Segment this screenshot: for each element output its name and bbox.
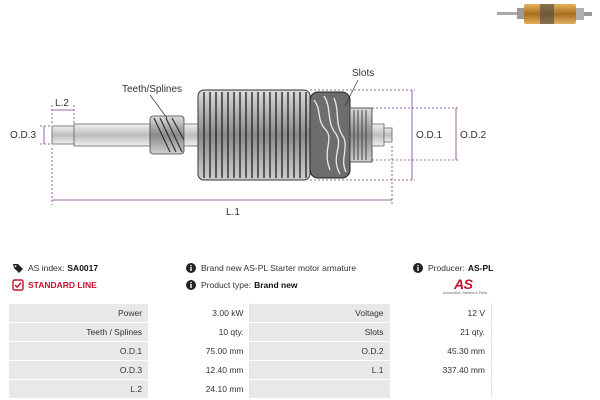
spec-name: Power [7, 303, 150, 323]
spec-value: 12.40 mm [148, 360, 251, 380]
armature-core [197, 89, 311, 181]
info-row-1: AS index: SA0017 Brand new AS-PL Starter… [0, 262, 600, 276]
slots-label: Slots [352, 68, 374, 79]
od2-label: O.D.2 [460, 130, 487, 141]
commutator-slots [309, 91, 373, 179]
spec-value: 45.30 mm [389, 341, 493, 361]
spec-name: L.2 [7, 379, 150, 399]
l1-label: L.1 [226, 207, 240, 218]
info-icon [185, 262, 197, 274]
spec-value: 3.00 kW [148, 303, 251, 323]
od1-label: O.D.1 [416, 130, 443, 141]
teeth-splines-label: Teeth/Splines [122, 84, 182, 95]
logo-mark: AS [454, 276, 473, 292]
spec-value: 10 qty. [148, 322, 251, 342]
spec-value: 12 V [389, 303, 493, 323]
spec-name: O.D.3 [7, 360, 150, 380]
spec-name [249, 379, 391, 399]
product-photo-thumbnail [497, 4, 592, 24]
info-icon [185, 279, 197, 291]
info-row-2: STANDARD LINE Product type: Brand new [0, 279, 600, 293]
standard-line: STANDARD LINE [12, 279, 97, 291]
as-index: AS index: SA0017 [12, 262, 98, 274]
dimension-lines [40, 89, 458, 205]
teeth-splines-section [149, 115, 199, 155]
producer: Producer: AS-PL [412, 262, 493, 274]
spec-name: Teeth / Splines [7, 322, 150, 342]
product-type-label: Product type: [201, 280, 252, 290]
spec-value: 21 qty. [389, 322, 493, 342]
spec-name: Voltage [249, 303, 391, 323]
spec-value [389, 379, 493, 399]
spec-value: 75.00 mm [148, 341, 251, 361]
spec-name: L.1 [249, 360, 391, 380]
logo-subtitle: Automotive, Starters & Parts [442, 291, 488, 295]
armature-technical-drawing: Teeth/Splines Slots L.2 O.D.3 O.D.1 O.D.… [10, 4, 592, 218]
product-type: Product type: Brand new [185, 279, 298, 291]
od3-label: O.D.3 [10, 130, 37, 141]
spec-value: 337.40 mm [389, 360, 493, 380]
tag-icon [12, 262, 24, 274]
leader-lines [149, 79, 359, 119]
spec-name: O.D.1 [7, 341, 150, 361]
checkbox-icon [12, 279, 24, 291]
producer-value: AS-PL [467, 263, 494, 273]
rear-shaft-end [371, 123, 393, 147]
as-index-label: AS index: [28, 263, 65, 273]
product-type-value: Brand new [254, 280, 298, 290]
spec-name: O.D.2 [249, 341, 391, 361]
producer-label: Producer: [428, 263, 465, 273]
spec-name: Slots [249, 322, 391, 342]
as-pl-logo: AS Automotive, Starters & Parts [440, 276, 490, 298]
as-index-value: SA0017 [67, 263, 99, 273]
standard-line-text: STANDARD LINE [28, 280, 97, 290]
l2-label: L.2 [55, 98, 69, 109]
description-text: Brand new AS-PL Starter motor armature [201, 263, 357, 273]
armature-shaft [51, 123, 151, 147]
spec-value: 24.10 mm [148, 379, 251, 399]
description: Brand new AS-PL Starter motor armature [185, 262, 356, 274]
info-icon [412, 262, 424, 274]
